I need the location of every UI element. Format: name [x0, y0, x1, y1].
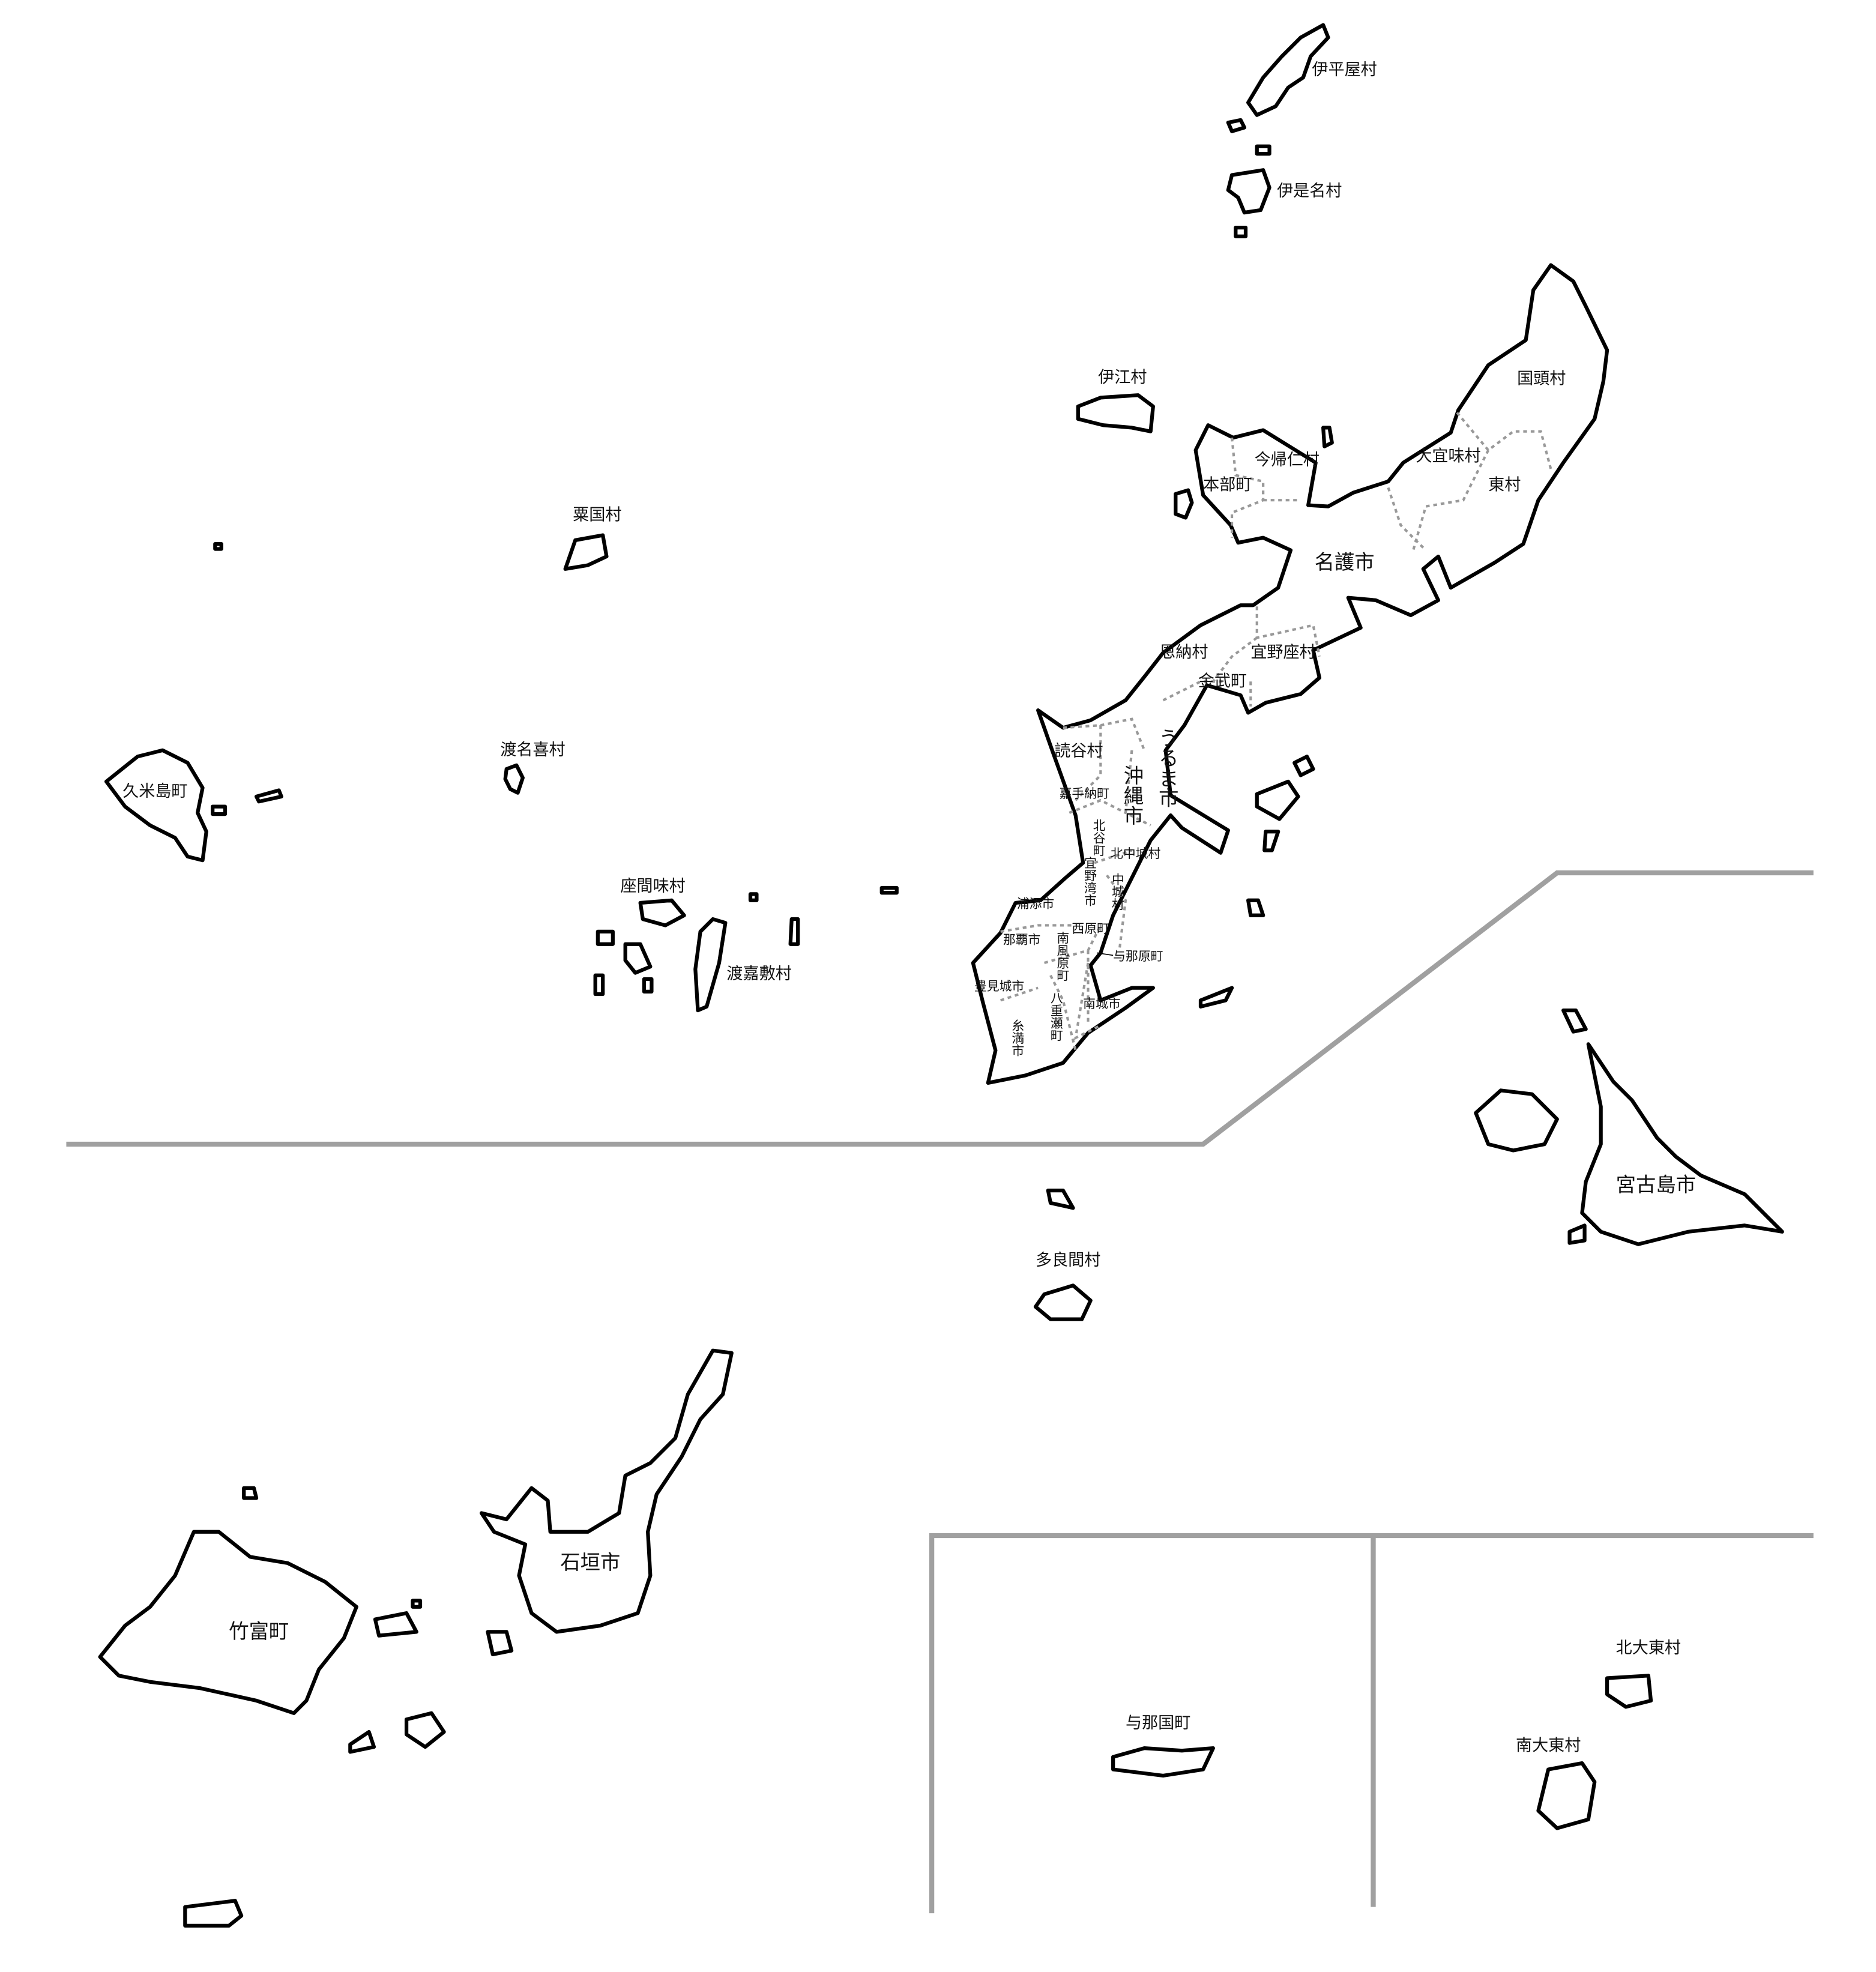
small-island: [788, 885, 899, 946]
yonabaru-leader-line: [1096, 952, 1114, 956]
label-tokashiki: 渡嘉敷村: [726, 965, 791, 983]
zamami-islands: [593, 892, 759, 997]
label-yonaguni: 与那国町: [1126, 1714, 1190, 1732]
label-tomigusuku: 豊見城市: [974, 979, 1024, 994]
label-nakagusuku: 中城村: [1109, 873, 1124, 910]
ie-island: [1076, 393, 1155, 433]
label-kadena: 嘉手納町: [1060, 786, 1109, 801]
label-kitanakagusuku: 北中城村: [1111, 846, 1160, 861]
label-yaese: 八重瀬町: [1048, 992, 1063, 1042]
tarama-minna-island: [1046, 1188, 1075, 1210]
label-motobu: 本部町: [1203, 476, 1252, 495]
label-taketomi: 竹富町: [229, 1620, 289, 1643]
label-tarama: 多良間村: [1036, 1251, 1100, 1270]
kumejima-island: [104, 748, 208, 863]
yaeyama-small-islands: [183, 1486, 514, 1928]
minamidaito-island: [1536, 1761, 1597, 1830]
izena-island: [1226, 168, 1271, 215]
small-island: [1226, 118, 1271, 238]
label-onna: 恩納村: [1159, 644, 1208, 662]
label-aguni: 粟国村: [573, 506, 621, 525]
irabu-island: [1474, 1088, 1559, 1153]
label-kumejima: 久米島町: [122, 782, 187, 801]
label-minamidaito: 南大東村: [1516, 1736, 1581, 1755]
kitadaito-island: [1605, 1674, 1653, 1709]
tarama-island: [1033, 1283, 1093, 1321]
small-island: [1561, 1008, 1588, 1245]
label-chatan: 北谷町: [1091, 819, 1105, 856]
label-miyakojima: 宮古島市: [1616, 1173, 1696, 1196]
municipal-borders: [1000, 412, 1552, 1051]
aguni-island: [563, 533, 609, 571]
label-ogimi: 大宜味村: [1416, 447, 1480, 466]
label-ie: 伊江村: [1098, 368, 1147, 387]
label-izena: 伊是名村: [1277, 182, 1342, 201]
label-itoman: 糸満市: [1010, 1019, 1024, 1057]
label-nishihara: 西原町: [1072, 921, 1109, 936]
ishigaki-island: [479, 1348, 734, 1634]
label-urasoe: 浦添市: [1017, 896, 1054, 911]
label-nago: 名護市: [1315, 550, 1375, 574]
label-zamami: 座間味村: [620, 877, 685, 896]
label-yonabaru: 与那原町: [1113, 949, 1163, 963]
kouri-island: [1321, 426, 1334, 448]
label-okinawa: 沖縄市: [1120, 765, 1144, 825]
iheya-island: [1246, 23, 1330, 117]
label-ginoza: 宜野座村: [1250, 644, 1315, 662]
label-nakijin: 今帰仁村: [1255, 451, 1320, 469]
tonaki-island: [503, 763, 525, 795]
label-ishigaki: 石垣市: [560, 1551, 620, 1574]
label-yomitan: 読谷村: [1054, 742, 1103, 761]
miyako-island: [1580, 1042, 1784, 1246]
label-higashi: 東村: [1488, 476, 1521, 495]
label-nanjo: 南城市: [1083, 997, 1120, 1011]
tsuken-islands: [1198, 755, 1315, 1009]
label-kin: 金武町: [1198, 672, 1247, 691]
label-iheya: 伊平屋村: [1312, 61, 1377, 79]
minna-island: [1174, 488, 1194, 520]
label-ginowan: 宜野湾市: [1082, 857, 1097, 906]
label-kunigami: 国頭村: [1517, 370, 1566, 388]
label-tonaki: 渡名喜村: [500, 741, 565, 759]
label-uruma: うるま市: [1155, 728, 1178, 807]
iriomote-island: [98, 1530, 358, 1715]
label-kitadaito: 北大東村: [1616, 1639, 1681, 1657]
yonaguni-island: [1111, 1746, 1215, 1778]
label-naha: 那覇市: [1003, 933, 1040, 947]
tokashiki-island: [693, 917, 728, 1013]
divider-yonaguni-inset: [929, 1533, 1814, 1914]
small-island: [211, 542, 283, 816]
label-haebaru: 南風原町: [1055, 932, 1069, 981]
okinawa-main-island: [971, 263, 1609, 1085]
divider-miyako-yaeyama: [66, 870, 1814, 1147]
